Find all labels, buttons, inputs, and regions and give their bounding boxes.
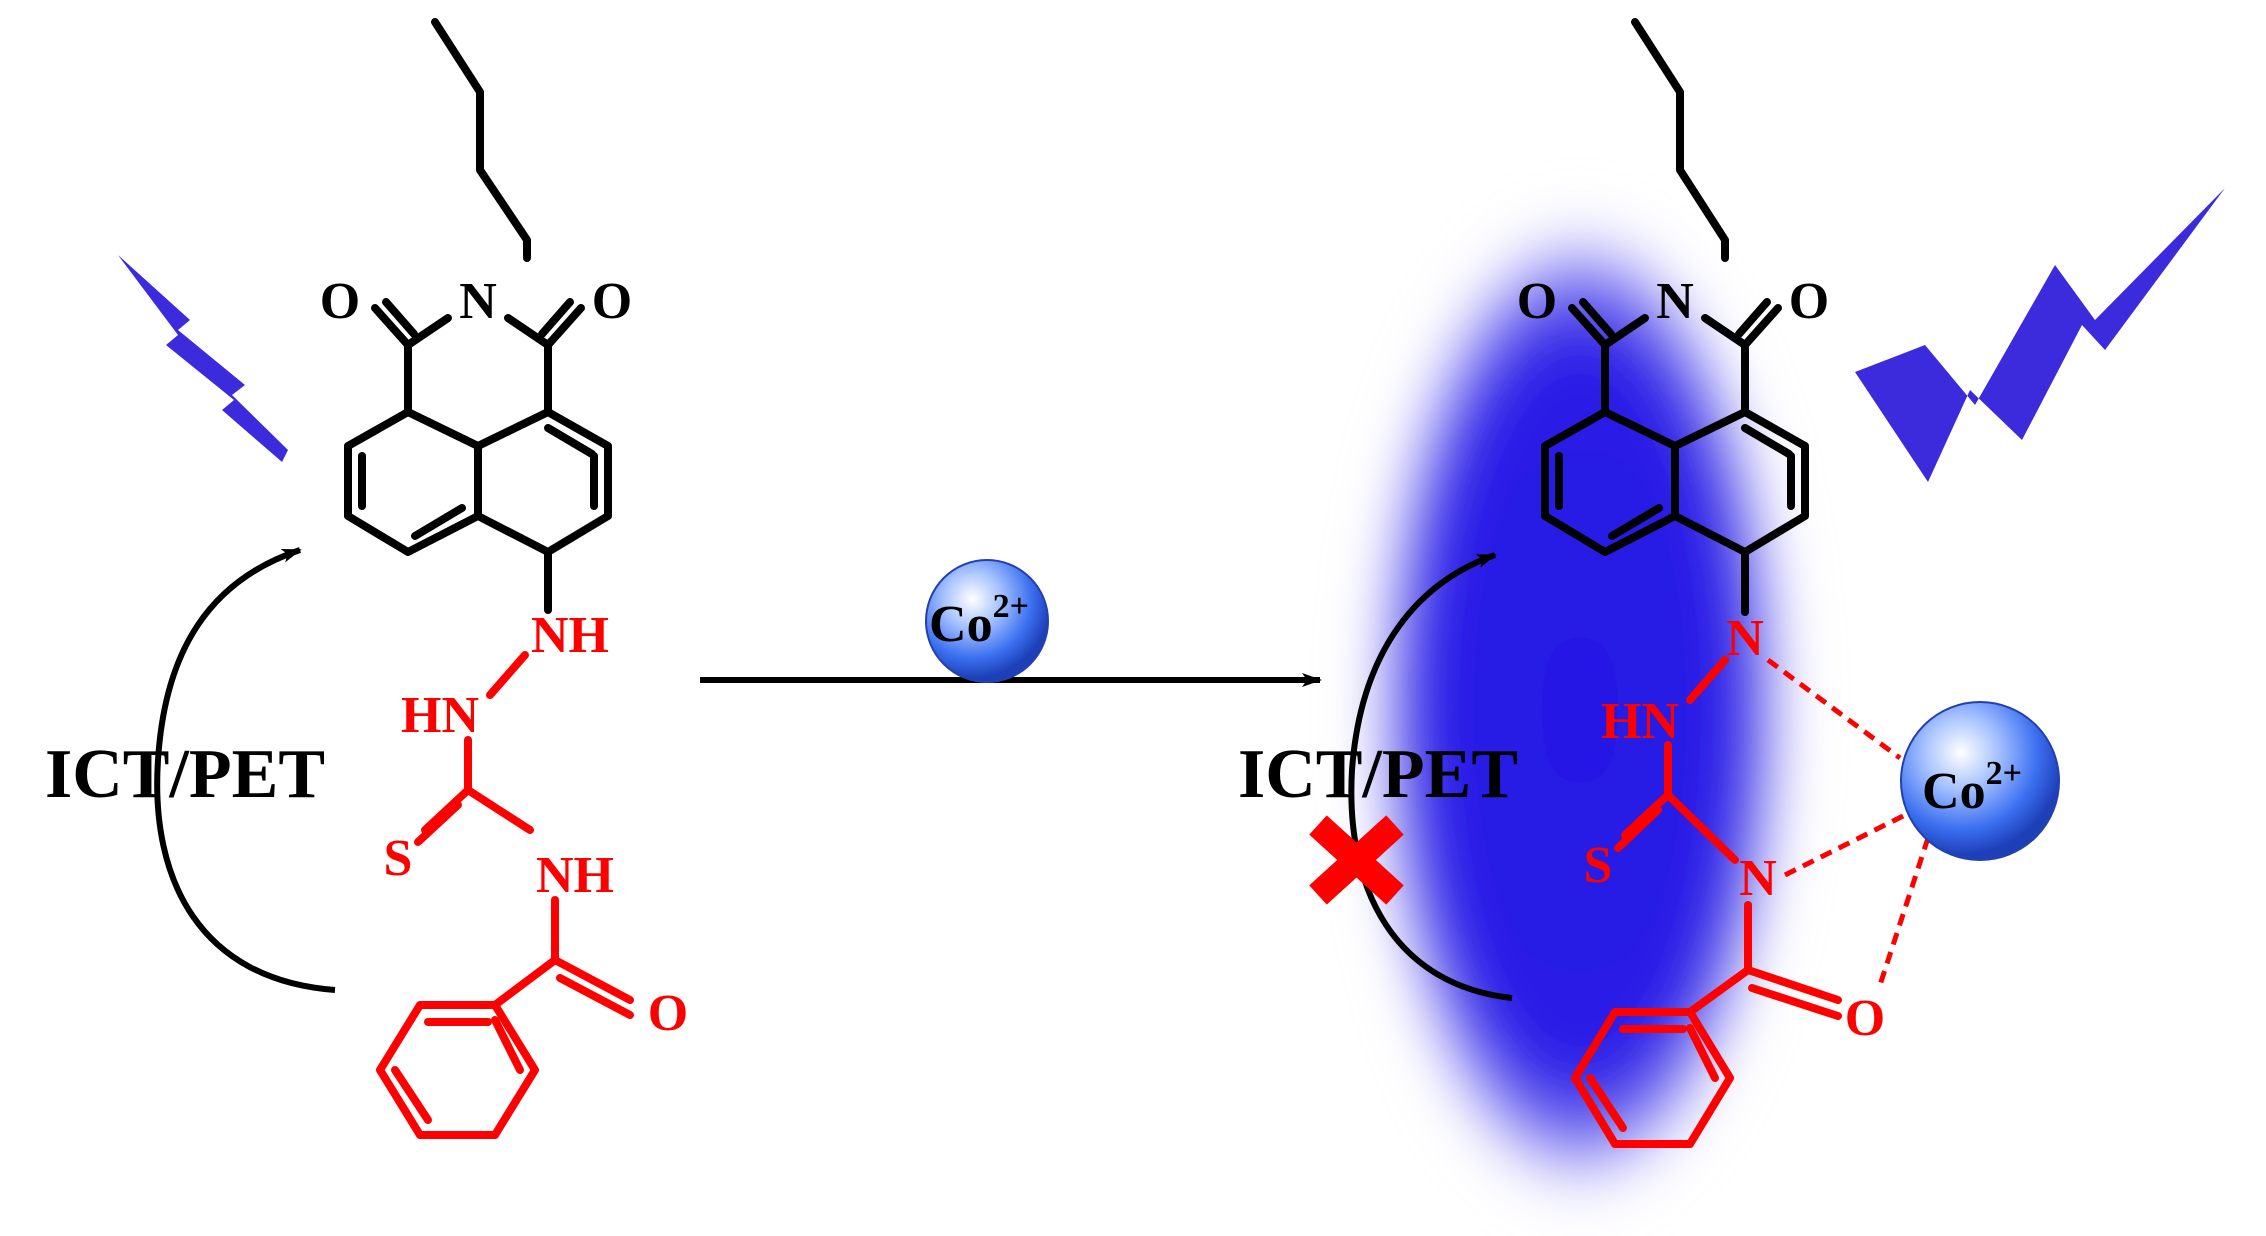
left-probe-molecule: O N O NH HN S NH O: [320, 18, 688, 1139]
left-atom-o1: O: [320, 273, 360, 330]
reagent-cobalt-ion: Co2+: [925, 559, 1049, 683]
left-atom-n-imide: N: [459, 273, 497, 330]
cross-icon: [1309, 815, 1404, 905]
left-curved-arrow-icon: [154, 547, 336, 993]
right-butyl-chain: [1631, 18, 1729, 262]
left-atom-o-carbonyl: O: [648, 985, 688, 1042]
right-atom-o2: O: [1789, 273, 1829, 330]
reagent-symbol: Co: [929, 596, 993, 653]
reagent-charge: 2+: [993, 588, 1029, 625]
right-atom-hn: HN: [1601, 693, 1679, 750]
right-atom-n1: N: [1726, 610, 1764, 667]
coordination-bonds: [1766, 657, 1931, 986]
right-atom-o-carbonyl: O: [1845, 990, 1885, 1047]
left-thiosemicarbazide-receptor: [376, 651, 634, 1139]
bound-cobalt-ion: Co2+: [1900, 701, 2060, 861]
fluorescence-glow: [1365, 205, 1795, 1215]
right-atom-o1: O: [1517, 273, 1557, 330]
cobalt-ion-icon: [1900, 701, 2060, 861]
bound-ion-charge: 2+: [1986, 755, 2022, 792]
left-atom-s: S: [384, 830, 413, 887]
left-atom-o2: O: [592, 273, 632, 330]
right-complex-molecule: O N O N HN S N O: [1517, 18, 2060, 1148]
lightning-icon-large: [1855, 188, 2225, 482]
left-atom-hn: HN: [401, 687, 479, 744]
right-thiosemicarbazide-receptor: [1571, 656, 1842, 1148]
right-curved-arrow-icon: [1348, 552, 1513, 1001]
left-atom-nh1: NH: [531, 607, 609, 664]
lightning-icon-small: [118, 255, 288, 462]
bound-ion-symbol: Co: [1922, 763, 1986, 820]
right-naphthalimide-core: [1541, 298, 1809, 616]
left-butyl-chain: [431, 18, 531, 262]
left-naphthalimide-core: [344, 298, 612, 614]
right-atom-s: S: [1584, 837, 1613, 894]
left-mechanism-label: ICT/PET: [45, 736, 325, 813]
reagent-label: Co2+: [929, 588, 1029, 653]
right-atom-n2: N: [1739, 850, 1777, 907]
right-mechanism-label: ICT/PET: [1238, 736, 1518, 813]
bound-ion-label: Co2+: [1922, 755, 2022, 820]
right-atom-n-imide: N: [1656, 273, 1694, 330]
cobalt-ion-icon: [925, 559, 1049, 683]
left-atom-nh2: NH: [536, 847, 614, 904]
